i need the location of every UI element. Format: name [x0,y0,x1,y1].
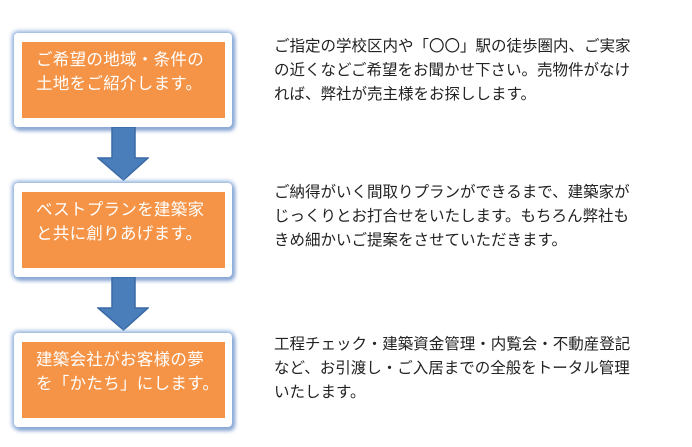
step-2-title: ベストプランを建築家 と共に創りあげます。 [36,200,205,243]
step-3-title: 建築会社がお客様の夢 を「かたち」にします。 [36,350,220,393]
step-2-description: ご納得がいく間取りプランができるまで、建築家が じっくりとお打合せをいたします。… [274,183,630,249]
step-3-description: 工程チェック・建築資金管理・内覧会・不動産登記 など、お引渡し・ご入居までの全般… [274,335,631,401]
step-1-description: ご指定の学校区内や「〇〇」駅の徒歩圏内、ご実家 の近くなどご希望をお聞かせ下さい… [274,37,631,103]
step-2-panel: ベストプランを建築家 と共に創りあげます。 [22,192,225,268]
step-1-panel: ご希望の地域・条件の 土地をご紹介します。 [22,42,225,118]
step-1-box: ご希望の地域・条件の 土地をご紹介します。 [14,33,232,127]
step-3-panel: 建築会社がお客様の夢 を「かたち」にします。 [22,342,225,418]
down-arrow-icon [97,127,149,181]
down-arrow-icon [97,277,149,331]
step-2-box: ベストプランを建築家 と共に創りあげます。 [14,183,232,277]
step-3-box: 建築会社がお客様の夢 を「かたち」にします。 [14,333,232,427]
step-1-title: ご希望の地域・条件の 土地をご紹介します。 [36,50,204,93]
